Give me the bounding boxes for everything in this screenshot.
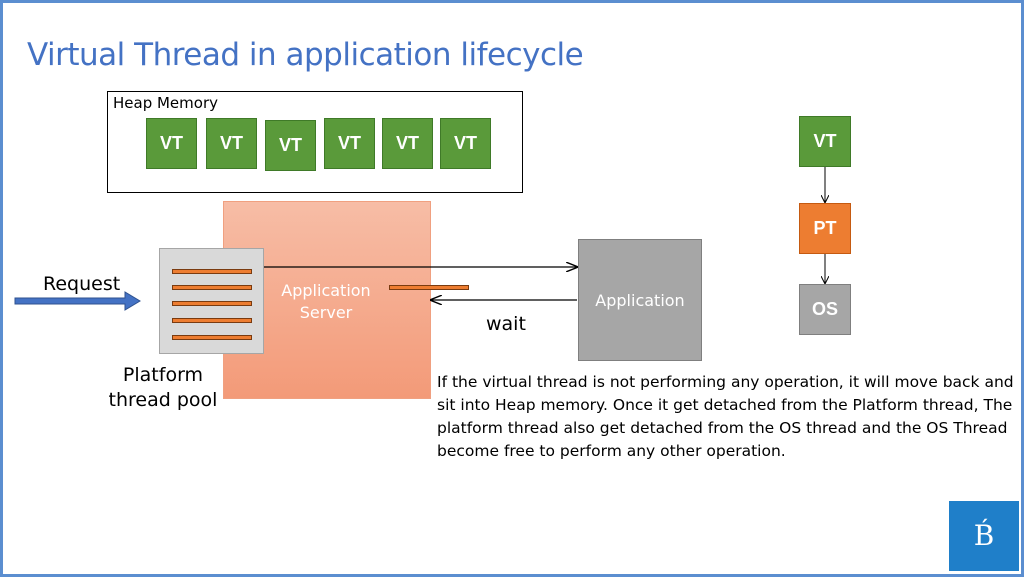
vt-stack-box: VT	[799, 116, 851, 167]
platform-thread-bar	[172, 285, 252, 290]
heap-memory-label: Heap Memory	[113, 94, 218, 112]
application-server-label-line1: Application	[281, 281, 371, 300]
platform-thread-pool-label: Platform thread pool	[98, 363, 228, 413]
virtual-thread-box: VT	[265, 120, 316, 171]
logo-mark: B́	[973, 519, 995, 552]
platform-thread-bar	[172, 318, 252, 323]
application-label: Application	[595, 290, 685, 310]
virtual-thread-box: VT	[324, 118, 375, 169]
brand-logo: B́	[949, 501, 1019, 571]
pt-stack-box: PT	[799, 203, 851, 254]
platform-thread-bar	[172, 301, 252, 306]
request-arrow	[14, 291, 141, 311]
application-server-label-line2: Server	[299, 303, 353, 322]
application-box: Application	[578, 239, 702, 361]
platform-thread-pool-box	[159, 248, 264, 354]
heap-memory-box: Heap Memory	[107, 91, 523, 193]
virtual-thread-box: VT	[206, 118, 257, 169]
virtual-thread-box: VT	[382, 118, 433, 169]
application-server-label: Application Server	[281, 280, 371, 324]
virtual-thread-box: VT	[440, 118, 491, 169]
platform-thread-pool-label-line1: Platform	[122, 364, 204, 386]
slide-title: Virtual Thread in application lifecycle	[27, 37, 584, 73]
request-label: Request	[43, 273, 121, 295]
platform-thread-bar	[172, 269, 252, 274]
waiting-platform-thread-bar	[389, 285, 469, 290]
platform-thread-bar	[172, 335, 252, 340]
virtual-thread-box: VT	[146, 118, 197, 169]
os-stack-box: OS	[799, 284, 851, 335]
platform-thread-pool-label-line2: thread pool	[108, 389, 218, 411]
description-text: If the virtual thread is not performing …	[437, 373, 1014, 460]
wait-label: wait	[486, 313, 526, 335]
arrows-layer	[14, 167, 1021, 311]
